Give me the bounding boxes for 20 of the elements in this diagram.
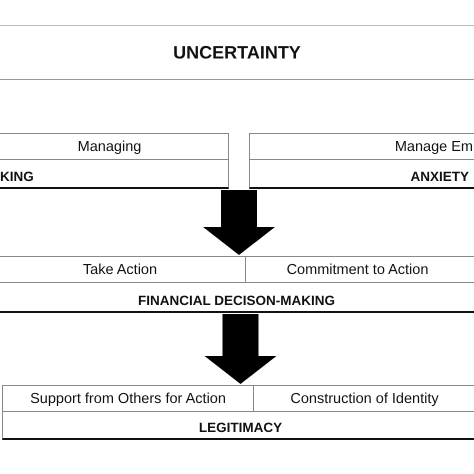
stage-item: Managing: [76, 138, 142, 154]
block-arrow: [204, 314, 276, 384]
stage-title: LEGITIMACY: [198, 420, 284, 435]
stage-item: Construction of Identity: [289, 390, 440, 406]
stage-title: ANXIETY: [410, 169, 469, 184]
heading-band: [0, 25, 474, 80]
block-arrow: [203, 190, 275, 255]
stage-box: [2, 385, 474, 440]
stage-item: Support from Others for Action: [29, 390, 227, 406]
stage-box: [0, 133, 229, 189]
stage-item: Take Action: [82, 262, 158, 278]
stage-item: Commitment to Action: [286, 262, 430, 278]
sub-cell: [245, 257, 474, 283]
stage-box: [0, 256, 474, 313]
stage-item: Manage Em: [394, 138, 473, 154]
stage-title: FINANCIAL DECISON-MAKING: [137, 293, 336, 308]
sub-cell: [253, 386, 474, 412]
stage-box: [249, 133, 474, 189]
stage-title: UNCERTAINTY: [172, 42, 302, 63]
stage-title: KING: [0, 169, 34, 184]
